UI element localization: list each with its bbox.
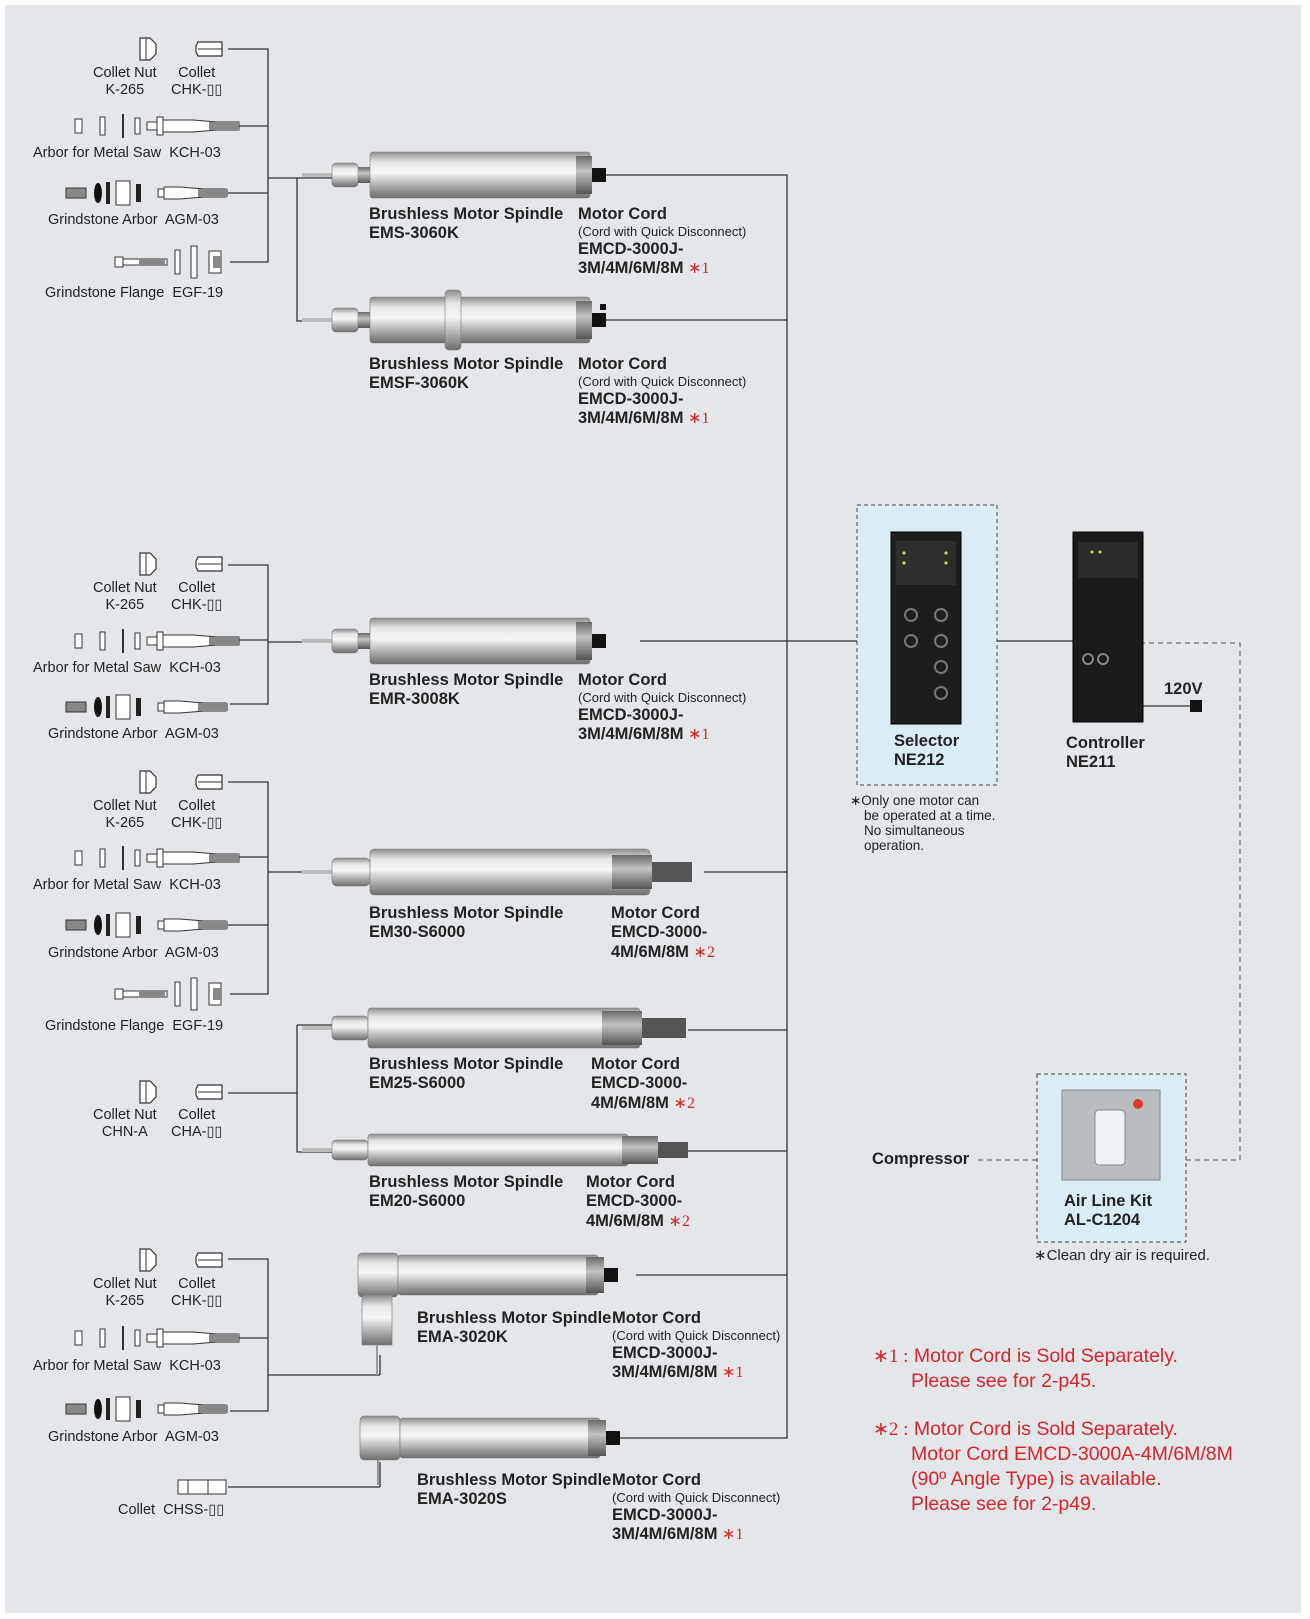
collet-chss-label: Collet CHSS-▯▯ <box>118 1502 224 1519</box>
equipment <box>857 505 1202 1242</box>
motor-cord-label: Motor Cord(Cord with Quick Disconnect)EM… <box>578 671 746 745</box>
air-note: ∗Clean dry air is required. <box>1034 1247 1210 1265</box>
grindstone-arbor-label: Grindstone Arbor AGM-03 <box>48 726 219 743</box>
footnote-2: ∗2 : Motor Cord is Sold Separately. Moto… <box>873 1417 1233 1516</box>
motor-cord-label: Motor Cord(Cord with Quick Disconnect)EM… <box>578 205 746 279</box>
metal-saw-label: Arbor for Metal Saw KCH-03 <box>33 1358 221 1375</box>
voltage-label: 120V <box>1164 680 1203 699</box>
metal-saw-label: Arbor for Metal Saw KCH-03 <box>33 145 221 162</box>
motor-cord-label: Motor Cord(Cord with Quick Disconnect)EM… <box>578 355 746 429</box>
grindstone-arbor-label: Grindstone Arbor AGM-03 <box>48 212 219 229</box>
footnote-1: ∗1 : Motor Cord is Sold Separately. Plea… <box>873 1344 1178 1394</box>
grindstone-flange-label: Grindstone Flange EGF-19 <box>45 285 223 302</box>
selector-note: ∗Only one motor can be operated at a tim… <box>850 793 995 853</box>
grindstone-arbor-label: Grindstone Arbor AGM-03 <box>48 945 219 962</box>
spindle-images <box>302 152 692 1485</box>
motor-cord-label: Motor Cord(Cord with Quick Disconnect)EM… <box>612 1471 780 1545</box>
compressor-label: Compressor <box>872 1150 969 1169</box>
grindstone-arbor-label: Grindstone Arbor AGM-03 <box>48 1429 219 1446</box>
metal-saw-label: Arbor for Metal Saw KCH-03 <box>33 660 221 677</box>
motor-cord-label: Motor Cord(Cord with Quick Disconnect)EM… <box>612 1309 780 1383</box>
metal-saw-label: Arbor for Metal Saw KCH-03 <box>33 877 221 894</box>
grindstone-flange-label: Grindstone Flange EGF-19 <box>45 1018 223 1035</box>
